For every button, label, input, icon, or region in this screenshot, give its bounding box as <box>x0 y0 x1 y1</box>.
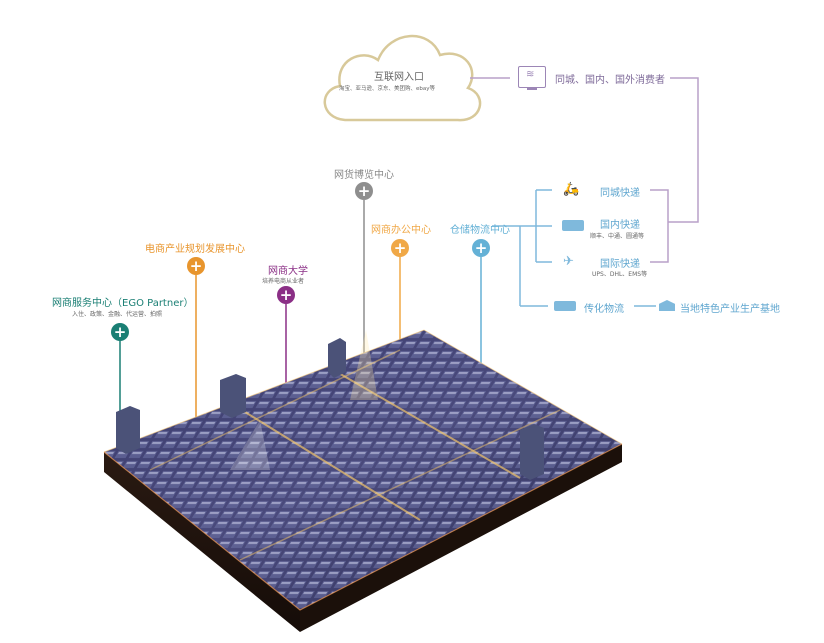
univ-hub-label: 网商大学 <box>268 266 308 277</box>
univ-hub-plus-icon[interactable]: + <box>277 286 295 304</box>
cloud-subtitle: 淘宝、亚马逊、京东、美团购、ebay等 <box>339 86 436 92</box>
monitor-icon: ≋ <box>518 66 546 90</box>
traditional-logistics-label: 传化物流 <box>584 304 624 315</box>
city-express-label: 同城快递 <box>600 188 640 199</box>
warehouse-hub-plus-icon[interactable]: + <box>472 239 490 257</box>
truck-icon <box>562 220 584 231</box>
intl-express-label: 国际快递 <box>600 259 640 270</box>
office-hub-label: 网商办公中心 <box>371 225 431 236</box>
univ-hub-sub: 培养电商从业者 <box>262 278 305 285</box>
plan-hub-plus-icon[interactable]: + <box>187 257 205 275</box>
logistics-tree <box>492 189 656 307</box>
lorry-icon <box>554 301 576 311</box>
ego-hub-label: 网商服务中心（EGO Partner） <box>52 298 194 309</box>
domestic-express-sub: 顺丰、中通、圆通等 <box>590 233 645 240</box>
plan-hub-label: 电商产业规划发展中心 <box>145 244 245 255</box>
consumer-bracket <box>668 77 699 223</box>
warehouse-hub-label: 仓储物流中心 <box>450 225 510 236</box>
ego-hub-plus-icon[interactable]: + <box>111 323 129 341</box>
courier-bracket <box>650 189 669 263</box>
expo-hub-plus-icon[interactable]: + <box>355 182 373 200</box>
cloud-title: 互联网入口 <box>374 72 424 83</box>
production-base-label: 当地特色产业生产基地 <box>680 304 780 315</box>
industrial-park-model <box>103 329 623 632</box>
domestic-express-label: 国内快递 <box>600 220 640 231</box>
office-hub-plus-icon[interactable]: + <box>391 239 409 257</box>
expo-hub-label: 网货博览中心 <box>334 170 394 181</box>
consumer-label: 同城、国内、国外消费者 <box>555 75 665 86</box>
wifi-icon: ≋ <box>526 69 535 80</box>
internet-cloud-shape <box>323 34 482 122</box>
intl-express-sub: UPS、DHL、EMS等 <box>592 271 648 278</box>
scooter-icon: 🛵 <box>563 182 580 197</box>
ego-hub-sub: 入住、政策、金融、代运营、拍照 <box>72 311 163 318</box>
factory-icon <box>659 300 675 311</box>
plane-icon: ✈ <box>563 254 574 269</box>
